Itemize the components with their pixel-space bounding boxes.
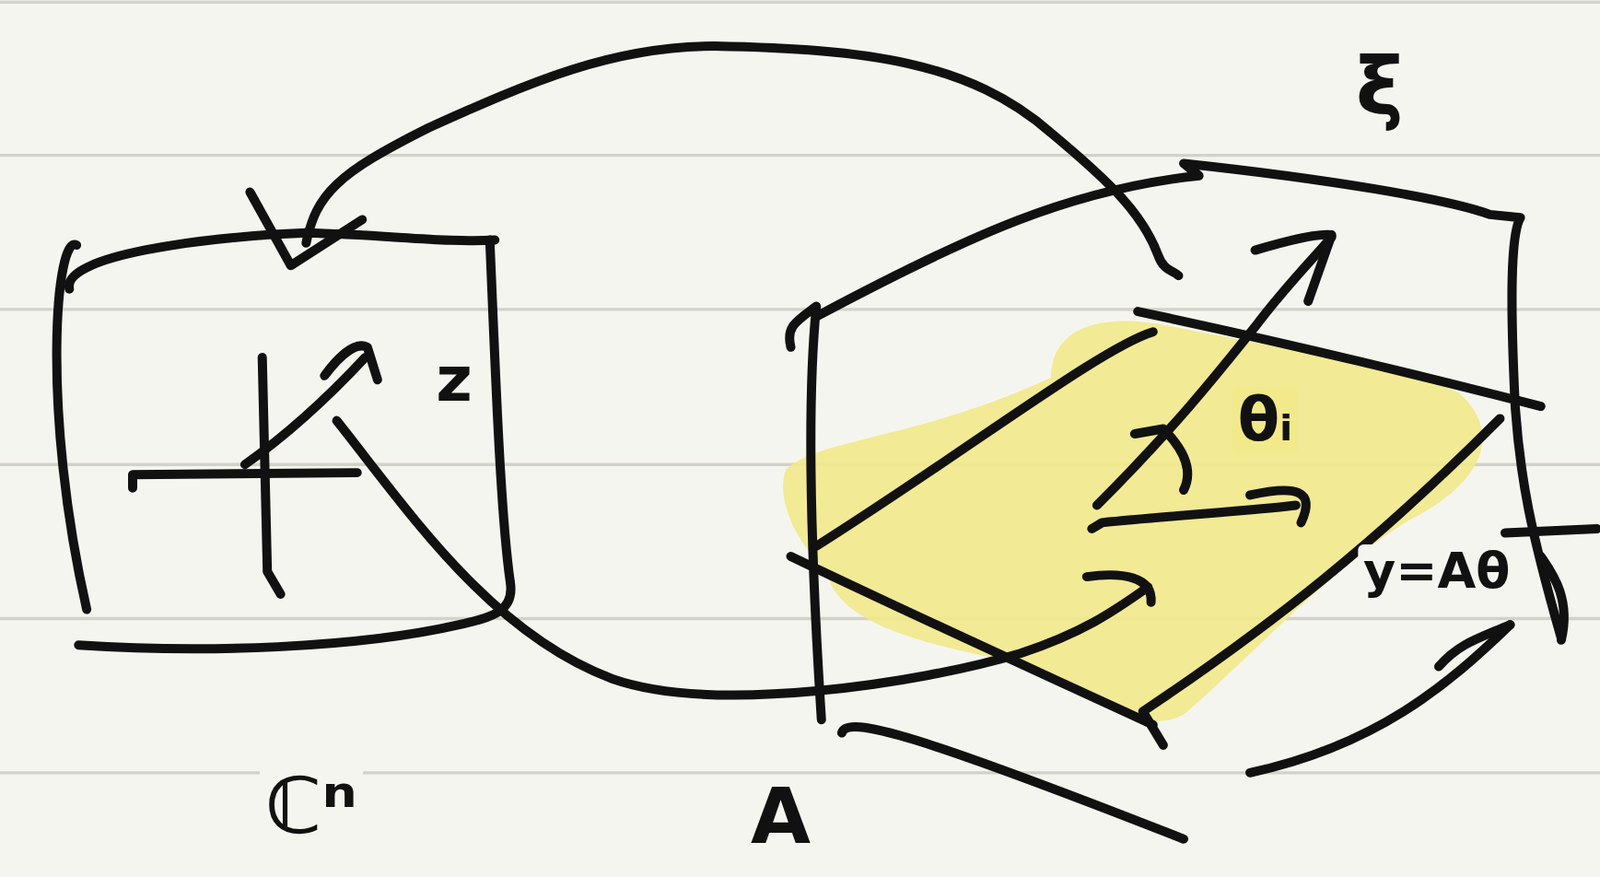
space-label: ℂⁿ: [259, 765, 363, 847]
sketch-lines: [57, 46, 1598, 840]
bundle-label: ξ: [1350, 44, 1410, 129]
manifold-label: A: [745, 775, 817, 857]
ruled-lines: [0, 1, 1600, 772]
point-label: z: [430, 346, 479, 413]
chart-region: [782, 321, 1483, 722]
equation-label: y=Aθ: [1357, 544, 1516, 598]
angle-label: θᵢ: [1232, 387, 1299, 453]
